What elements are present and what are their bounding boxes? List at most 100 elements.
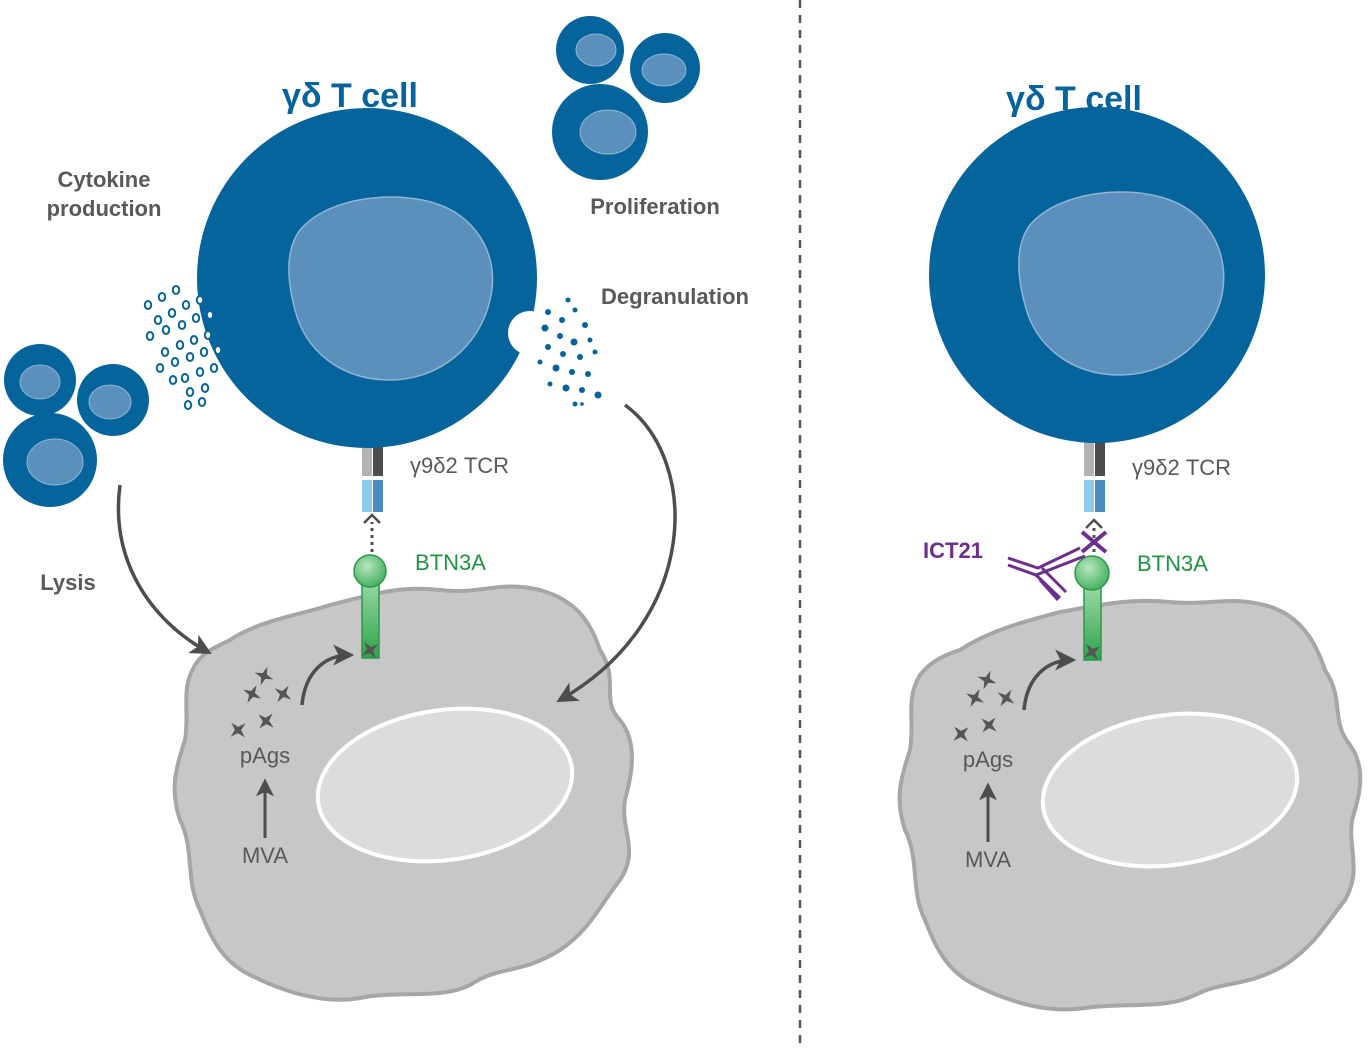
pag-molecules-right <box>953 643 1101 742</box>
cytokine-particle <box>177 320 187 330</box>
pag-molecules <box>230 641 379 738</box>
proliferation-label: Proliferation <box>590 194 720 219</box>
granule-particle <box>545 309 551 315</box>
pag-star-icon <box>254 666 274 686</box>
pag-star-icon <box>953 726 969 742</box>
degranulation-label: Degranulation <box>601 284 749 309</box>
cytokine-particle <box>195 367 205 377</box>
cytokine-particles <box>143 285 223 410</box>
pag-star-icon <box>243 685 261 703</box>
pag-star-icon <box>977 670 997 690</box>
cytokine-particle <box>145 331 155 341</box>
granule-particle <box>541 324 549 332</box>
granule-particle <box>577 354 583 360</box>
pags-to-btn3a-arrow <box>300 644 355 706</box>
granule-particle <box>559 317 565 323</box>
granule-particle <box>547 381 553 387</box>
cytokine-label-line2: production <box>47 196 162 221</box>
lysed-target-cells <box>3 344 149 507</box>
cytokine-particle <box>183 400 193 410</box>
cytokine-particle <box>160 347 170 357</box>
ict21-label: ICT21 <box>923 538 983 563</box>
pag-star-icon <box>230 722 246 738</box>
btn3a-molecule <box>353 554 387 659</box>
cytokine-particle <box>191 313 201 323</box>
pags-to-btn3a-arrow-right <box>1022 649 1077 711</box>
pag-star-icon <box>997 689 1015 707</box>
btn3a-molecule-right <box>1074 555 1110 661</box>
lysis-label: Lysis <box>40 570 95 595</box>
mva-label: MVA <box>242 843 288 868</box>
cytokine-particle <box>175 340 185 350</box>
granule-particles <box>537 297 602 407</box>
cytokine-particle <box>181 300 191 310</box>
cytokine-label-line1: Cytokine <box>58 167 151 192</box>
granule-particle <box>582 322 588 328</box>
left-title: γδ T cell <box>282 77 418 115</box>
granule-particle <box>594 391 602 399</box>
cytokine-particle <box>180 373 190 383</box>
degranulation-arrow <box>556 403 677 703</box>
granule-particle <box>587 337 593 343</box>
pags-label: pAgs <box>240 743 290 768</box>
granule-particle <box>560 351 566 357</box>
lysis-arrow <box>116 484 212 655</box>
cytokine-particle <box>155 363 165 373</box>
cytokine-particle <box>185 387 195 397</box>
cytokine-particle <box>209 363 219 373</box>
left-panel: BTN3A γ9δ2 TCR γδ T cell Cytokine produc… <box>3 16 749 1002</box>
t-cell-nucleus-right <box>1018 191 1225 376</box>
granule-particle <box>537 359 543 365</box>
pag-star-icon <box>981 717 997 733</box>
granule-particle <box>572 401 578 407</box>
granule-particle <box>579 387 585 393</box>
btn3a-label: BTN3A <box>415 550 486 575</box>
granule-particle <box>562 384 570 392</box>
pag-star-icon <box>361 641 379 659</box>
granule-particle <box>580 402 584 406</box>
pag-star-icon <box>258 713 274 729</box>
target-cell-nucleus <box>315 706 575 864</box>
granule-particle <box>570 338 578 346</box>
granule-particle <box>592 349 598 355</box>
cytokine-particle <box>161 325 171 335</box>
tcr-label-right: γ9δ2 TCR <box>1132 455 1231 480</box>
blocked-arrowhead-icon <box>1085 518 1103 529</box>
right-title: γδ T cell <box>1006 80 1142 118</box>
cytokine-particle <box>200 383 210 393</box>
t-cell-nucleus <box>288 196 494 381</box>
cytokine-particle <box>157 292 167 302</box>
cytokine-particle <box>167 308 177 318</box>
cytokine-particle <box>197 397 207 407</box>
ict21-antibody-icon <box>1007 546 1086 602</box>
granule-particle <box>557 333 563 339</box>
granule-particle <box>572 307 578 313</box>
granule-particle <box>545 344 551 350</box>
cytokine-particle <box>153 315 163 325</box>
degranulation-vesicle <box>508 311 552 355</box>
cytokine-particle <box>205 310 215 320</box>
cytokine-particle <box>168 375 178 385</box>
interaction-arrowhead-icon <box>363 513 381 524</box>
pags-label-right: pAgs <box>963 747 1013 772</box>
granule-particle <box>565 297 571 303</box>
pag-star-icon <box>274 685 292 703</box>
granule-particle <box>552 364 560 372</box>
cytokine-particle <box>203 330 213 340</box>
granule-particle <box>569 369 575 375</box>
mva-label-right: MVA <box>965 847 1011 872</box>
cytokine-particle <box>213 345 223 355</box>
cytokine-particle <box>185 352 195 362</box>
cytokine-particle <box>195 295 205 305</box>
right-panel: BTN3A γ9δ2 TCR γδ T cell ICT21 <box>897 80 1363 1012</box>
cytokine-particle <box>171 285 181 295</box>
granule-particle <box>585 371 591 377</box>
proliferating-cells <box>552 16 700 180</box>
pag-star-icon <box>966 689 984 707</box>
cytokine-particle <box>189 335 199 345</box>
cytokine-particle <box>170 357 180 367</box>
cytokine-particle <box>199 347 209 357</box>
target-cell-nucleus-right <box>1040 711 1300 869</box>
